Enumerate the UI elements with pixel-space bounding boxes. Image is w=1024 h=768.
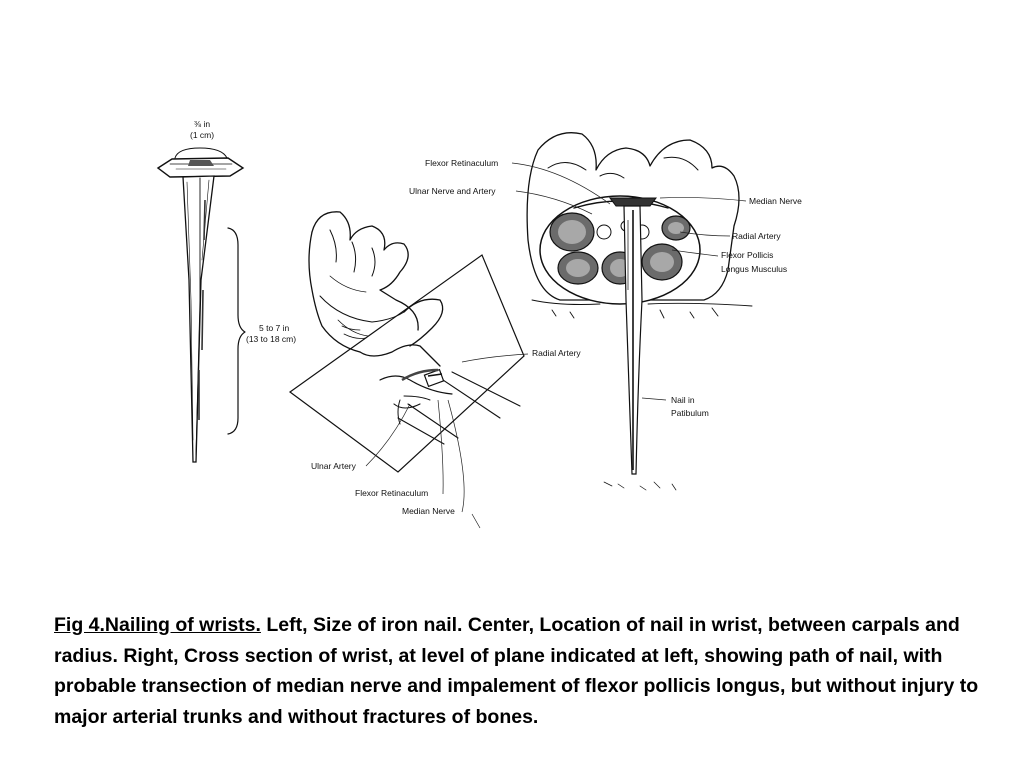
xsec-nail-leader [642, 398, 666, 400]
nail-drawing [158, 158, 243, 462]
xsec-ulnar-nerve-artery-label: Ulnar Nerve and Artery [409, 186, 496, 196]
xsec-median-nerve-leader [660, 197, 746, 201]
nail-head-size-label: ⅜ in [194, 119, 210, 129]
wrist-ulnar-artery-label: Ulnar Artery [311, 461, 357, 471]
xsec-flexor-pollicis-label-1: Flexor Pollicis [721, 250, 773, 260]
figure-caption: Fig 4.Nailing of wrists. Left, Size of i… [54, 610, 1004, 732]
section-plane [290, 255, 524, 472]
wrist-panel: Radial Artery Ulnar Artery Flexor Retina… [290, 212, 581, 528]
nail-length-metric-label: (13 to 18 cm) [246, 334, 296, 344]
xsec-radial-artery-label: Radial Artery [732, 231, 781, 241]
xsec-median-nerve-label: Median Nerve [749, 196, 802, 206]
wrist-median-nerve-label: Median Nerve [402, 506, 455, 516]
wrist-median-nerve-leader-tail [472, 514, 480, 528]
figure-illustration: ⅜ in (1 cm) 5 to 7 in (13 to 18 cm) [0, 0, 1024, 600]
nail-head-size-metric-label: (1 cm) [190, 130, 214, 140]
nail-length-label: 5 to 7 in [259, 323, 290, 333]
length-brace [228, 228, 245, 434]
wrist-flexor-retinaculum-label: Flexor Retinaculum [355, 488, 428, 498]
nail-panel: ⅜ in (1 cm) 5 to 7 in (13 to 18 cm) [158, 119, 296, 462]
wrist-radial-artery-label: Radial Artery [532, 348, 581, 358]
xsec-flexor-pollicis-label-2: Longus Musculus [721, 264, 787, 274]
xsec-flexor-retinaculum-label: Flexor Retinaculum [425, 158, 498, 168]
head-dimension-bracket [175, 148, 227, 158]
caption-title: Fig 4.Nailing of wrists. [54, 614, 261, 636]
xsec-nail-label-1: Nail in [671, 395, 695, 405]
xsec-nail-label-2: Patibulum [671, 408, 709, 418]
